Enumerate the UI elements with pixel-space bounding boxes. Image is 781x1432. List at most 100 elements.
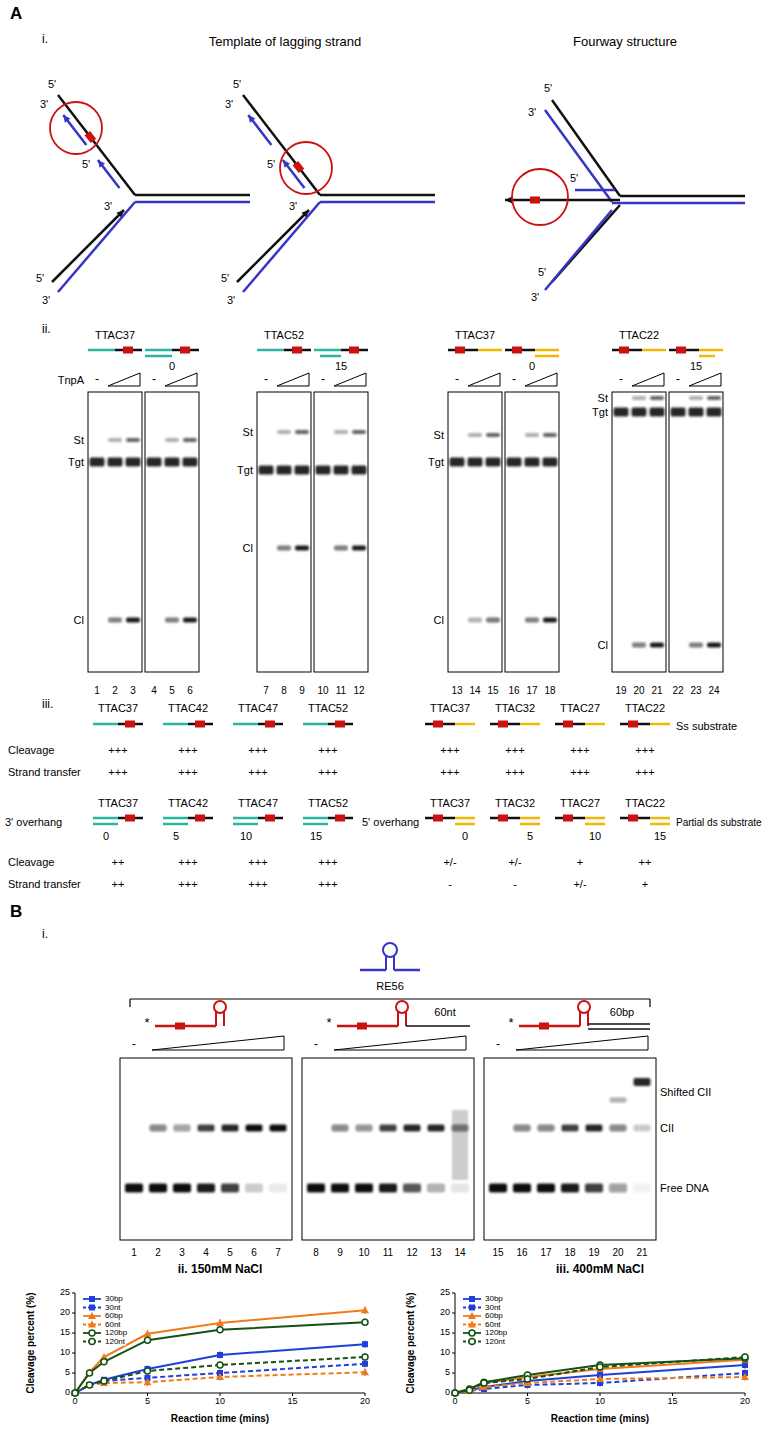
figure-label: +++ [108,744,127,756]
data-marker [362,1361,368,1367]
figure-label: Cleavage percent (%) [25,1292,36,1393]
strand-line [397,1012,399,1026]
figure-label: ++ [112,856,125,868]
strand-line [223,1012,225,1026]
figure-label: 0 [452,1397,457,1407]
gel-band [245,1184,263,1193]
figure-label: iii. [42,698,53,711]
strand-line [505,199,620,202]
data-marker [362,1341,368,1347]
gel-band [147,458,162,467]
strand-line [233,723,258,726]
strand-line [163,823,188,826]
figure-label: * [144,1016,149,1030]
figure-label: 3' [289,200,297,212]
gel-band [614,408,629,417]
figure-label: 25 [440,1288,450,1298]
gel-band [610,1098,627,1103]
figure-label: - [676,373,680,386]
figure-label: 9 [337,1247,343,1258]
figure-label: +++ [318,766,337,778]
figure-label: Tgt [428,456,444,468]
figure-label: 20 [360,1397,370,1407]
figure-label: TTAC47 [238,797,278,809]
strand-line [135,201,250,204]
figure-label: 5' [82,158,90,170]
figure-label: 15 [440,1328,450,1338]
figure-label: 3' overhang [5,816,62,828]
axis-tick [147,1393,148,1396]
figure-label: +++ [178,744,197,756]
figure-label: TTAC22 [619,329,659,341]
gel-band [561,1184,579,1193]
figure-label: 20 [612,1247,623,1258]
figure-label: 10 [595,1397,605,1407]
strand-line [215,1012,217,1026]
figure-label: Free DNA [660,1182,709,1194]
figure-label: TTAC42 [168,702,208,714]
gel-band [525,433,539,437]
figure-label: Shifted CII [660,1086,711,1098]
gel-band [197,1184,215,1193]
axis-tick [452,1333,455,1334]
figure-label: 7 [275,1247,281,1258]
figure-label: ii. 150mM NaCl [178,1263,263,1276]
gel-band [379,1184,397,1193]
figure-label: 5' [233,78,241,90]
data-marker [217,1362,223,1368]
strand-line [650,823,670,826]
figure-label: 20 [633,685,644,696]
gel-band [514,1125,531,1132]
figure-label: 5 [173,830,179,842]
figure-label: 12 [353,685,364,696]
figure-label: 0 [103,830,109,842]
figure-label: 0 [169,360,175,372]
legend-text: 120bp [484,1329,508,1338]
gel-band [650,408,665,417]
titration-ramp [165,373,197,386]
gel-band [585,1184,603,1193]
data-marker [87,1382,93,1388]
gel-band [632,396,646,400]
figure-label: +++ [440,766,459,778]
figure-label: Ss substrate [676,720,737,732]
strand-line [63,115,86,145]
data-marker [89,1305,95,1311]
highlight-circle [512,169,568,225]
axis-tick [220,1393,221,1396]
data-marker [481,1379,487,1385]
figure-label: 21 [651,685,662,696]
strand-line [155,1025,216,1028]
data-marker [89,1339,95,1345]
red-site [628,815,638,822]
figure-label: TTAC27 [560,702,600,714]
gel-band [507,458,522,467]
data-marker [145,1368,151,1374]
figure-label: +++ [248,744,267,756]
figure-label: +++ [570,766,589,778]
red-site [180,347,190,354]
figure-label: TTAC37 [455,329,495,341]
figure-label: TTAC22 [625,797,665,809]
gel-band [332,1125,349,1132]
gel-band [222,1125,239,1132]
gel-band [428,1125,445,1132]
strand-line [320,201,435,204]
gel-band [334,430,348,434]
data-marker [481,1380,487,1386]
figure-label: 20 [60,1308,70,1318]
data-marker [452,1390,458,1396]
figure-label: +++ [318,856,337,868]
legend-text: 60bp [484,1312,504,1321]
strand-line [406,1025,470,1027]
figure-label: TTAC42 [168,797,208,809]
figure-label: St [598,392,608,404]
strand-line [145,355,172,358]
figure-label: Cl [598,639,608,651]
figure-label: TnpA [58,374,84,386]
gel-band [513,1184,531,1193]
figure-label: - [619,373,623,386]
titration-ramp [632,373,664,386]
figure-label: 19 [615,685,626,696]
figure-label: TTAC52 [308,702,348,714]
